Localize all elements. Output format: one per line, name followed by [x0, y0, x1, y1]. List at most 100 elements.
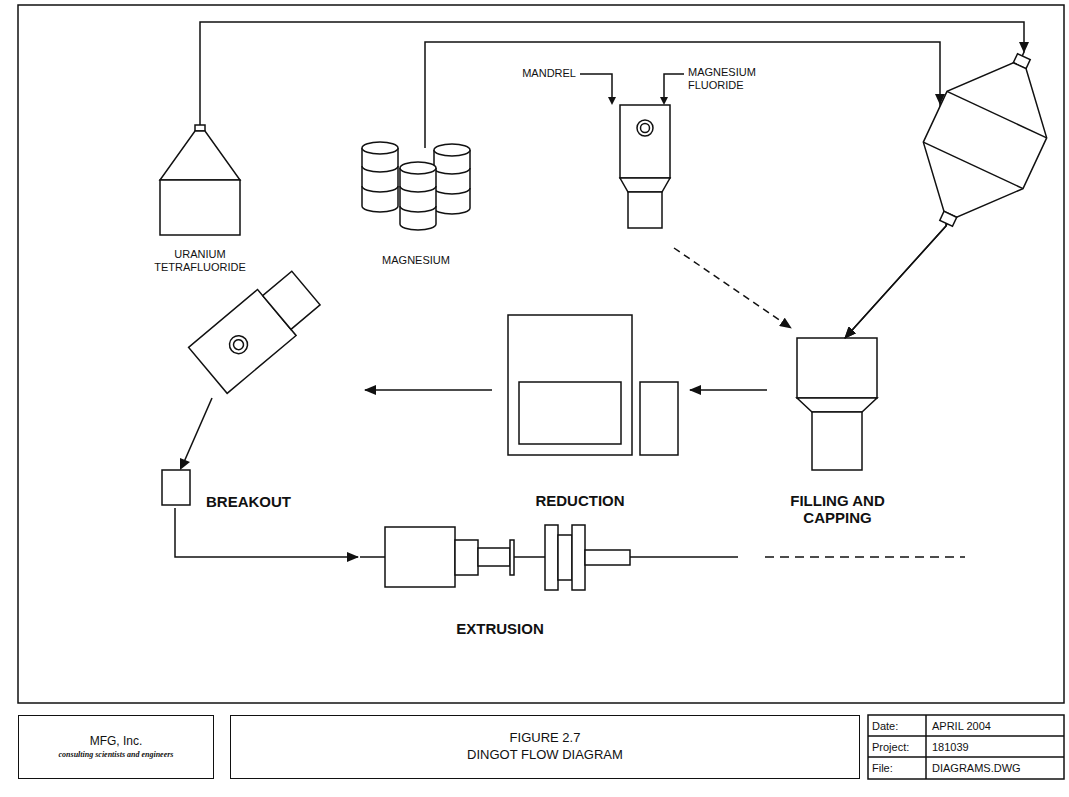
flow-arrow: [425, 42, 946, 338]
feed-leader: [664, 74, 684, 99]
flow-arrow: [690, 389, 767, 391]
breakout-press: [226, 332, 251, 357]
extrusion-press: [572, 525, 585, 590]
table-rule: [868, 756, 1064, 758]
magnesium-drums: [400, 162, 436, 174]
stage-label: FILLING AND CAPPING: [770, 492, 905, 527]
feed-arrowhead: [660, 97, 668, 105]
blender: [940, 211, 957, 226]
extrusion-press: [765, 556, 965, 558]
process-station: EXTRUSION: [360, 525, 970, 590]
table-rule: [868, 735, 1064, 737]
magnesium-drums: [362, 142, 470, 230]
blender: [923, 142, 1023, 188]
flow-arrow: [175, 508, 358, 557]
process-station: BREAKOUT: [155, 250, 330, 508]
mandrel-hopper: [620, 105, 670, 178]
extrusion-press: [385, 527, 455, 587]
process-station: MAGNESIUM: [360, 140, 472, 232]
magnesium-drums: [362, 148, 398, 212]
table-cell: DIAGRAMS.DWG: [932, 758, 1021, 778]
stage-label: REDUCTION: [490, 492, 670, 509]
blender-arrowhead: [935, 42, 1029, 105]
flow-arrow: [674, 248, 791, 328]
extrusion-press: [585, 550, 630, 565]
mandrel-hopper: [628, 192, 662, 228]
extrusion-press: [510, 540, 514, 575]
magnesium-drums: [434, 168, 470, 194]
title-text: FIGURE 2.7: [510, 731, 581, 746]
magnesium-drums: [362, 166, 398, 192]
blender: [947, 91, 1047, 137]
title-table: [868, 715, 1064, 779]
uf4-hopper: [195, 125, 205, 131]
breakout-press: [162, 265, 325, 505]
process-station: FILLING AND CAPPING: [797, 338, 877, 470]
extrusion-press: [360, 525, 965, 590]
breakout-press: [162, 470, 190, 505]
filling-station: [797, 338, 877, 398]
filling-station: [812, 412, 862, 470]
title-block-box: MFG, Inc.consulting scientists and engin…: [18, 715, 214, 779]
table-cell: Project:: [872, 737, 909, 757]
reduction-furnace: [508, 315, 678, 455]
uf4-hopper: [160, 131, 240, 180]
breakout-press: [184, 398, 212, 462]
mandrel-hopper: [637, 120, 653, 136]
extrusion-press: [545, 525, 558, 590]
breakout-arrowhead: [180, 458, 190, 470]
flow-arrow: [365, 389, 492, 391]
drawing-frame: [18, 5, 1064, 703]
breakout-press: [231, 338, 245, 352]
table-cell: Date:: [872, 716, 898, 736]
stage-label: BREAKOUT: [206, 493, 316, 510]
material-label: MANDREL: [490, 67, 576, 80]
uf4-hopper: [160, 125, 240, 235]
extrusion-press: [558, 535, 572, 580]
blender-arrowhead: [1019, 42, 1029, 53]
magnesium-drums: [400, 168, 436, 230]
blender: [896, 33, 1069, 246]
mandrel-hopper: [641, 124, 650, 133]
uf4-hopper: [160, 180, 240, 235]
extrusion-press: [478, 548, 510, 566]
extrusion-press: [360, 556, 385, 558]
magnesium-drums: [362, 142, 398, 154]
extrusion-press: [455, 540, 478, 575]
feed-leader: [580, 74, 684, 99]
table-cell: 181039: [932, 737, 969, 757]
feed-leader: [580, 74, 612, 99]
process-station: REDUCTION: [508, 315, 678, 455]
blender-arrowhead: [935, 94, 945, 105]
extrusion-press: [514, 556, 545, 558]
title-text: DINGOT FLOW DIAGRAM: [467, 748, 623, 763]
material-label: MAGNESIUM FLUORIDE: [688, 66, 778, 91]
material-label: MAGNESIUM: [366, 254, 466, 267]
mandrel-hopper: [620, 105, 670, 228]
feed-arrowhead: [608, 97, 668, 105]
table-cell: File:: [872, 758, 893, 778]
magnesium-drums: [434, 150, 470, 214]
table-rule: [925, 715, 927, 779]
reduction-furnace: [640, 382, 678, 455]
reduction-furnace: [519, 382, 621, 444]
flow-arrow: [200, 22, 1024, 338]
blender: [900, 42, 1069, 237]
filling-station: [797, 338, 877, 470]
process-station: URANIUM TETRAFLUORIDE: [160, 125, 240, 235]
title-block-box: FIGURE 2.7DINGOT FLOW DIAGRAM: [230, 715, 860, 779]
title-text: MFG, Inc.: [90, 735, 143, 749]
extrusion-press: [630, 556, 738, 558]
breakout-press: [263, 271, 320, 329]
material-label: URANIUM TETRAFLUORIDE: [135, 248, 265, 273]
table-cell: APRIL 2004: [932, 716, 991, 736]
filling-station: [797, 398, 877, 412]
feed-arrowhead: [608, 97, 616, 105]
process-station: MANDRELMAGNESIUM FLUORIDE: [618, 105, 672, 228]
magnesium-drums: [400, 186, 436, 212]
mandrel-hopper: [620, 178, 670, 192]
